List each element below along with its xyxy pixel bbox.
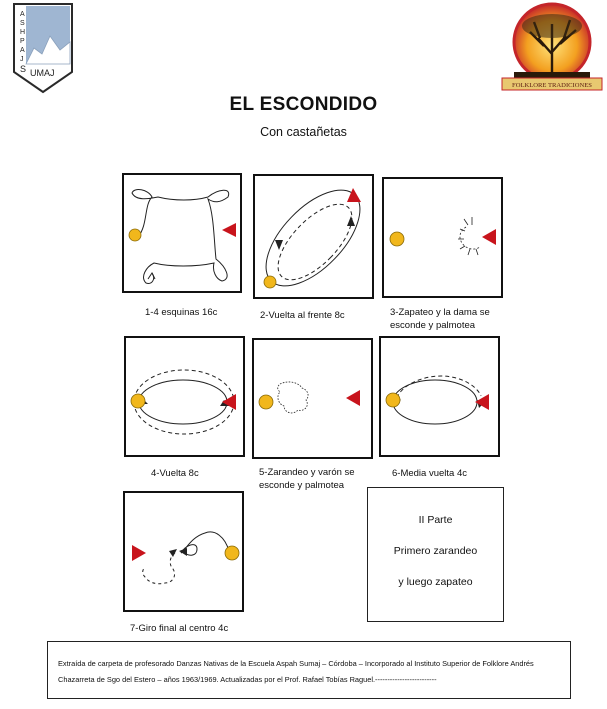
ashpaj-sumaj-logo: A S H P A J S UMAJ (12, 2, 74, 94)
svg-text:A: A (20, 47, 25, 54)
figure-7-caption: 7-Giro final al centro 4c (130, 623, 229, 634)
figure-2-diagram (253, 174, 374, 299)
dama-circle (128, 228, 142, 242)
figure-5-caption: 5-Zarandeo y varón se esconde y palmotea (259, 467, 355, 491)
part-two-line-1: Primero zarandeo (393, 545, 478, 557)
figure-2-caption: 2-Vuelta al frente 8c (260, 310, 345, 321)
page-title: EL ESCONDIDO (229, 94, 378, 115)
footer-note-box: Extraída de carpeta de profesorado Danza… (47, 641, 571, 699)
svg-text:S: S (20, 64, 26, 74)
page-subtitle: Con castañetas (260, 125, 347, 139)
folklore-tradiciones-logo: FOLKLORE TRADICIONES (500, 2, 604, 92)
varon-triangle (222, 223, 236, 237)
figure-5-diagram (252, 338, 373, 459)
figure-1-diagram (122, 173, 242, 293)
tree-sun-logo-graphic: FOLKLORE TRADICIONES (501, 2, 603, 91)
folklore-tradiciones-label: FOLKLORE TRADICIONES (512, 82, 592, 89)
figure-1-caption: 1-4 esquinas 16c (145, 307, 218, 318)
shield-logo-graphic: A S H P A J S UMAJ (13, 3, 73, 94)
figure-6-caption: 6-Media vuelta 4c (392, 468, 467, 479)
figure-6-diagram (379, 336, 500, 457)
figure-3-diagram (382, 177, 503, 298)
part-two-box: II Parte Primero zarandeo y luego zapate… (367, 487, 504, 622)
figure-3-caption: 3-Zapateo y la dama se esconde y palmote… (390, 307, 490, 331)
svg-text:J: J (20, 56, 24, 63)
part-two-line-2: y luego zapateo (398, 576, 473, 588)
svg-text:P: P (20, 38, 25, 45)
part-two-heading: II Parte (418, 514, 453, 526)
svg-text:UMAJ: UMAJ (30, 68, 55, 78)
figure-4-diagram (124, 336, 245, 457)
svg-text:H: H (20, 29, 25, 36)
footer-note-text: Extraída de carpeta de profesorado Danza… (58, 659, 534, 684)
figure-4-caption: 4-Vuelta 8c (151, 468, 199, 479)
svg-text:A: A (20, 11, 25, 18)
figure-7-diagram (123, 491, 244, 612)
svg-text:S: S (20, 20, 25, 27)
